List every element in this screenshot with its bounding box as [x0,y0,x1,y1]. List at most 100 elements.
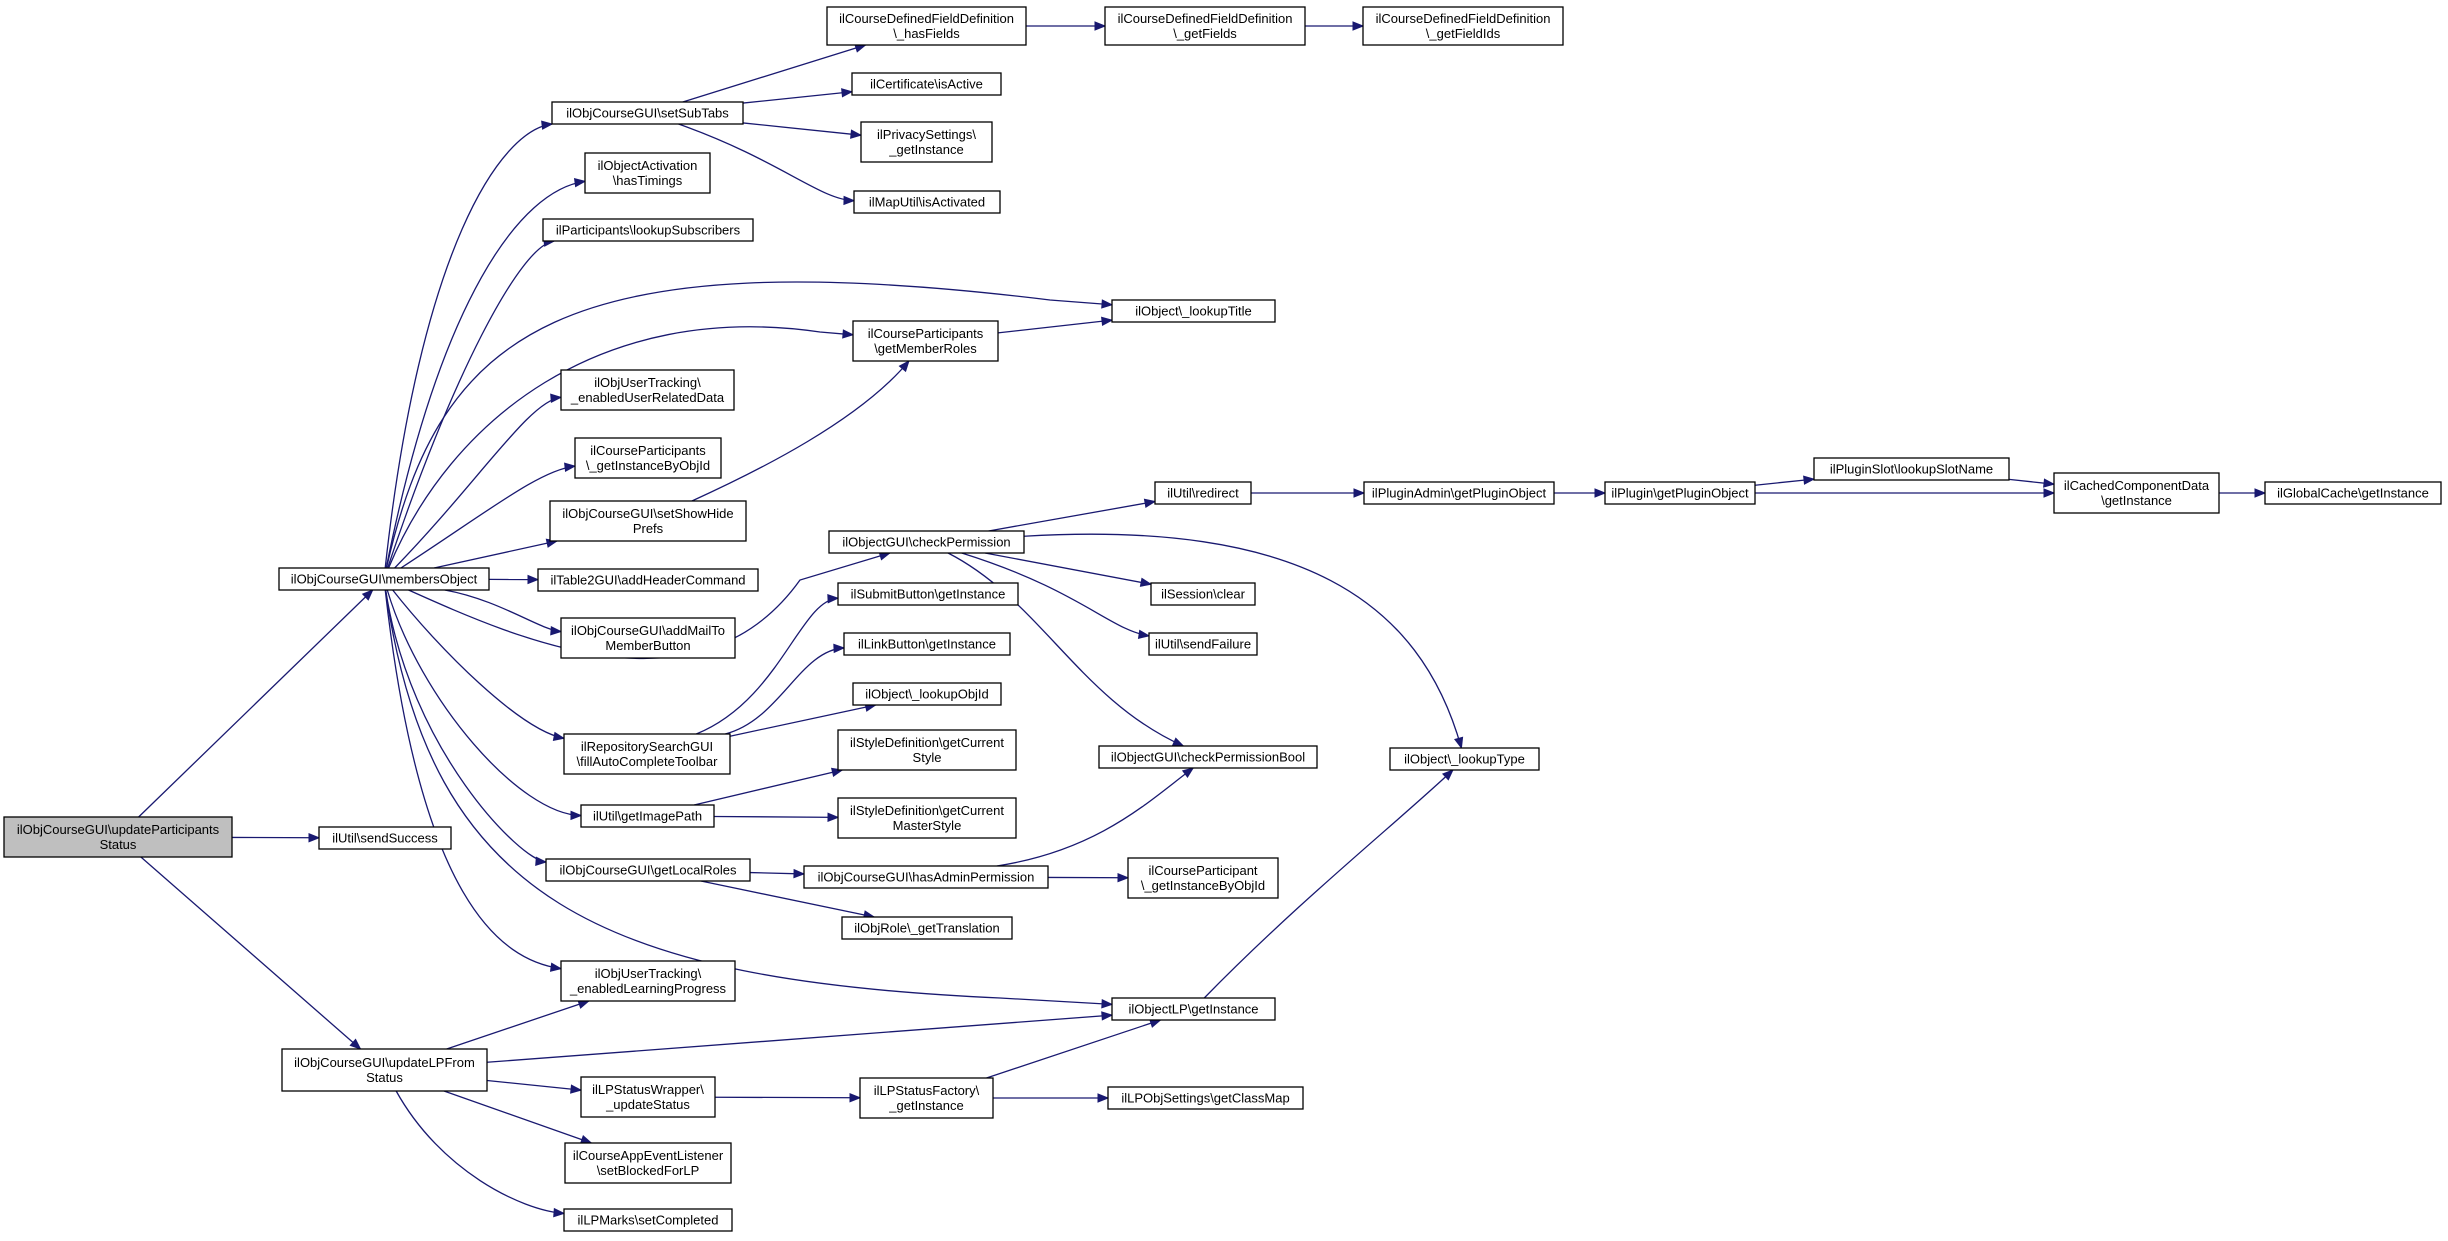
node-hasTimings[interactable]: ilObjectActivation\hasTimings [584,152,711,194]
node-mapIsActivated[interactable]: ilMapUtil\isActivated [853,190,1001,214]
node-lookupSubscribers[interactable]: ilParticipants\lookupSubscribers [542,218,754,242]
node-lookupType[interactable]: ilObject\_lookupType [1389,747,1540,771]
node-label: ilObjectLP\getInstance [1128,1002,1258,1017]
node-lpStatusWrapperUpdate[interactable]: ilLPStatusWrapper\_updateStatus [580,1076,716,1118]
arrowhead-lookupTitle [1101,316,1114,327]
node-label: ilCachedComponentData [2064,478,2210,493]
node-setBlockedForLP[interactable]: ilCourseAppEventListener\setBlockedForLP [564,1142,732,1184]
node-cachedGetInstance[interactable]: ilCachedComponentData\getInstance [2053,472,2220,514]
node-getMemberRoles[interactable]: ilCourseParticipants\getMemberRoles [852,320,999,362]
arrowhead-lpGetInstance [1101,1011,1114,1021]
arrowhead-linkGetInstance [833,643,846,654]
node-enabledUserRelatedData[interactable]: ilObjUserTracking\_enabledUserRelatedDat… [560,369,735,411]
node-label: \setBlockedForLP [597,1163,700,1178]
node-label: MasterStyle [893,818,962,833]
node-lpGetInstance[interactable]: ilObjectLP\getInstance [1111,997,1276,1021]
node-cpGetInstanceByObjId[interactable]: ilCourseParticipants\_getInstanceByObjId [574,437,722,479]
edge-membersObject-to-addMailToMemberButton [444,589,562,633]
arrowhead-getLocalRoles [535,856,548,866]
node-getClassMap[interactable]: ilLPObjSettings\getClassMap [1107,1086,1304,1110]
node-fillAutoCompleteToolbar[interactable]: ilRepositorySearchGUI\fillAutoCompleteTo… [563,733,731,775]
node-getPluginObjectAdmin[interactable]: ilPluginAdmin\getPluginObject [1363,481,1555,505]
edge-setSubTabs-to-hasFields [682,44,866,103]
node-getPluginObject[interactable]: ilPlugin\getPluginObject [1604,481,1756,505]
node-box [563,1208,733,1232]
node-checkPermissionBool[interactable]: ilObjectGUI\checkPermissionBool [1098,745,1318,769]
node-lookupTitle[interactable]: ilObject\_lookupTitle [1111,299,1276,323]
node-label: \_getFieldIds [1426,26,1501,41]
arrowhead-lookupType [1441,769,1454,781]
edge-updateLPFromStatus-to-setCompleted [395,1090,565,1215]
node-label: \getMemberRoles [874,341,977,356]
node-checkPermission[interactable]: ilObjectGUI\checkPermission [828,530,1025,554]
edge-fillAutoCompleteToolbar-to-linkGetInstance [725,647,845,735]
node-label: ilObject\_lookupObjId [865,687,989,702]
node-label: ilLPStatusWrapper\ [592,1082,704,1097]
node-setCompleted[interactable]: ilLPMarks\setCompleted [563,1208,733,1232]
node-label: \fillAutoCompleteToolbar [577,754,719,769]
node-enabledLearningProgress[interactable]: ilObjUserTracking\_enabledLearningProgre… [560,960,736,1002]
node-lookupObjId[interactable]: ilObject\_lookupObjId [852,682,1002,706]
node-label: ilLinkButton\getInstance [858,637,996,652]
arrowhead-getMemberRoles [842,329,855,339]
edge-membersObject-to-getImagePath [386,589,582,817]
node-box [551,101,744,125]
edge-setSubTabs-to-mapIsActivated [678,123,855,202]
node-sessionClear[interactable]: ilSession\clear [1150,582,1256,606]
node-courseParticipantGetInstance[interactable]: ilCourseParticipant\_getInstanceByObjId [1127,857,1279,899]
node-getFields[interactable]: ilCourseDefinedFieldDefinition\_getField… [1104,6,1306,46]
node-getFieldIds[interactable]: ilCourseDefinedFieldDefinition\_getField… [1362,6,1564,46]
node-linkGetInstance[interactable]: ilLinkButton\getInstance [843,632,1011,656]
node-lookupSlotName[interactable]: ilPluginSlot\lookupSlotName [1813,457,2010,481]
edge-getLocalRoles-to-getTranslation [700,880,875,918]
arrowhead-getMemberRoles [898,359,910,373]
edge-lpStatusWrapperUpdate-to-lpStatusFactory [714,1096,861,1099]
node-box [837,729,1017,771]
arrowhead-redirect [1143,498,1157,509]
node-addHeaderCommand[interactable]: ilTable2GUI\addHeaderCommand [537,568,759,592]
node-getLocalRoles[interactable]: ilObjCourseGUI\getLocalRoles [545,858,751,882]
node-certIsActive[interactable]: ilCertificate\isActive [851,72,1002,96]
node-globalCacheGetInstance[interactable]: ilGlobalCache\getInstance [2264,481,2442,505]
node-box [1604,481,1756,505]
node-getTranslation[interactable]: ilObjRole\_getTranslation [841,916,1013,940]
node-label: ilObjectGUI\checkPermissionBool [1111,750,1305,765]
node-hasFields[interactable]: ilCourseDefinedFieldDefinition\_hasField… [826,6,1027,46]
node-privacyGetInstance[interactable]: ilPrivacySettings\_getInstance [860,121,993,163]
node-box [1154,481,1252,505]
node-label: ilLPObjSettings\getClassMap [1121,1091,1289,1106]
node-label: ilObjRole\_getTranslation [854,921,999,936]
node-hasAdminPermission[interactable]: ilObjCourseGUI\hasAdminPermission [803,865,1049,889]
arrowhead-setSubTabs [541,120,554,130]
node-label: ilPlugin\getPluginObject [1611,486,1749,501]
node-box [852,682,1002,706]
node-sendFailure[interactable]: ilUtil\sendFailure [1148,632,1258,656]
node-label: \_getInstanceByObjId [586,458,710,473]
edge-checkPermission-to-sessionClear [984,552,1152,585]
edge-getImagePath-to-getCurrentStyle [693,769,843,806]
arrowhead-membersObject [361,589,374,601]
node-box [549,500,747,542]
node-box [580,804,715,828]
node-setSubTabs[interactable]: ilObjCourseGUI\setSubTabs [551,101,744,125]
node-sendSuccess[interactable]: ilUtil\sendSuccess [318,826,452,850]
node-label: ilTable2GUI\addHeaderCommand [550,573,745,588]
node-redirect[interactable]: ilUtil\redirect [1154,481,1252,505]
node-membersObject[interactable]: ilObjCourseGUI\membersObject [278,567,490,591]
node-submitGetInstance[interactable]: ilSubmitButton\getInstance [837,582,1019,606]
edge-membersObject-to-cpGetInstanceByObjId [400,465,576,569]
arrowhead-getPluginObject [1594,488,1607,498]
arrowhead-getCurrentMasterStyle [827,812,840,823]
arrowhead-certIsActive [841,88,854,98]
edge-setSubTabs-to-privacyGetInstance [742,122,862,136]
node-box [2053,472,2220,514]
node-lpStatusFactory[interactable]: ilLPStatusFactory\_getInstance [859,1077,994,1119]
node-getImagePath[interactable]: ilUtil\getImagePath [580,804,715,828]
arrowhead-sendFailure [1137,629,1151,639]
